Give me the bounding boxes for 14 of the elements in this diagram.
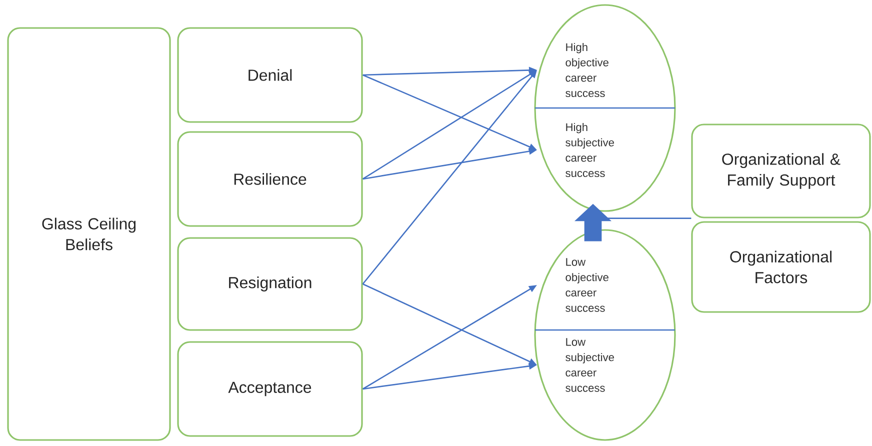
outcome-ellipse [534, 229, 676, 441]
process-box: Resignation [177, 237, 363, 331]
connector-line [605, 218, 692, 219]
outcome-label: Low subjective career success [566, 338, 614, 392]
outcome-ellipse [534, 4, 676, 212]
factor-box: Organizational & Family Support [691, 124, 871, 218]
outcome-label: High subjective career success [566, 122, 614, 178]
process-box: Resilience [177, 131, 363, 227]
factor-box: Organizational Factors [691, 221, 871, 313]
process-box: Denial [177, 27, 363, 123]
outcome-label: Low objective career success [566, 258, 608, 312]
process-box: Acceptance [177, 341, 363, 437]
category-box: Glass Ceiling Beliefs [7, 27, 171, 441]
outcome-label: High objective career success [566, 42, 608, 98]
